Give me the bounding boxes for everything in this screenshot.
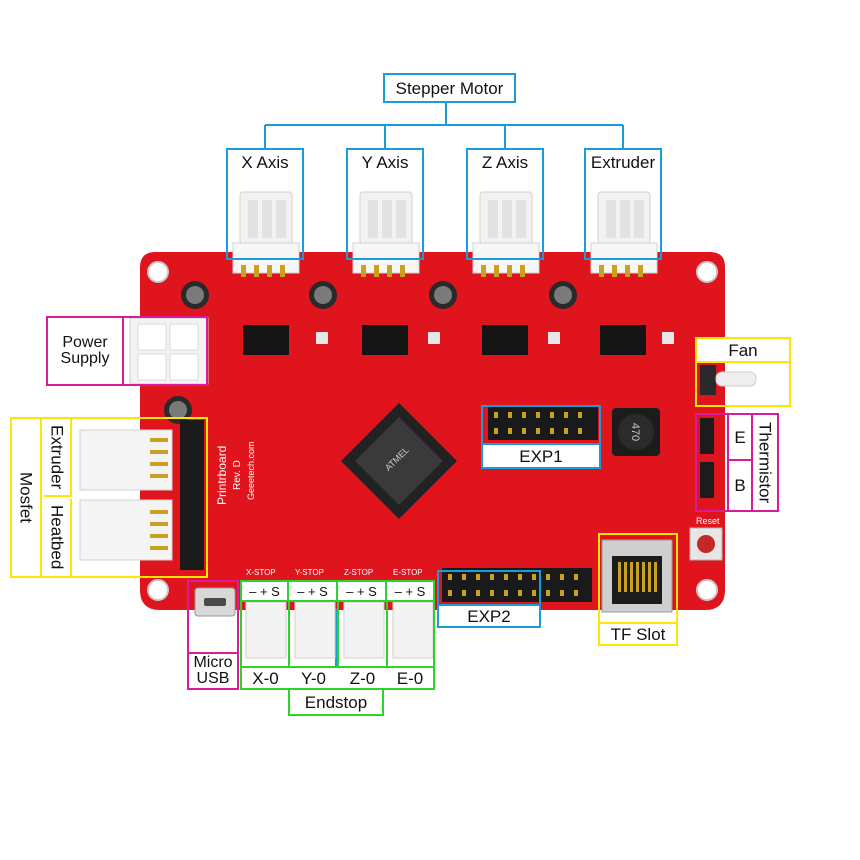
power-supply-label: Power Supply — [48, 318, 124, 384]
silk-brand: Printrboard — [215, 446, 229, 505]
therm-b-label: B — [727, 461, 751, 510]
electrolytic-capacitors — [164, 281, 577, 424]
z-axis-label: Z Axis — [468, 150, 542, 174]
exp2-box — [437, 570, 541, 628]
z-axis-box — [466, 148, 544, 260]
stepper-connectors — [232, 191, 658, 277]
y-endstop-pins: – + S — [289, 582, 338, 602]
therm-e-label: E — [727, 415, 751, 461]
micro-usb-port — [194, 587, 236, 617]
z-endstop-label: Z-0 — [338, 666, 387, 688]
svg-text:X-STOP: X-STOP — [246, 568, 276, 577]
extruder-motor-label: Extruder — [586, 150, 660, 174]
y-endstop-label: Y-0 — [289, 666, 338, 688]
fan-label: Fan — [697, 339, 789, 363]
stepper-motor-label: Stepper Motor — [383, 73, 516, 103]
mosfet-heatbed-cell: Heatbed — [44, 499, 72, 576]
y-axis-label: Y Axis — [348, 150, 422, 174]
mosfet-label-cell: Mosfet — [12, 419, 42, 576]
mosfet-label: Mosfet — [16, 471, 36, 524]
x-endstop-pins: – + S — [242, 582, 289, 602]
e-endstop-label: E-0 — [387, 666, 433, 688]
micro-usb-box — [187, 580, 239, 690]
svg-text:E-STOP: E-STOP — [393, 568, 423, 577]
trim-pots — [316, 332, 674, 344]
tf-slot-label: TF Slot — [600, 622, 676, 644]
extruder-motor-box — [584, 148, 662, 260]
svg-text:Z-STOP: Z-STOP — [344, 568, 373, 577]
svg-text:470: 470 — [629, 423, 641, 441]
exp1-box — [481, 405, 601, 469]
main-mcu: ATMEL — [341, 403, 457, 519]
mosfet-extruder-cell: Extruder — [44, 419, 72, 497]
micro-usb-label: Micro USB — [189, 652, 237, 688]
silk-rev: Rev. D — [232, 460, 243, 490]
z-endstop-pins: – + S — [338, 582, 387, 602]
thermistor-headers — [700, 418, 714, 498]
silk-site: Geeetech.com — [246, 441, 256, 500]
svg-text:Reset: Reset — [696, 516, 720, 526]
mosfet-connectors — [79, 420, 204, 570]
endstop-connectors — [245, 601, 434, 659]
exp1-label: EXP1 — [483, 443, 599, 467]
exp2-header — [442, 568, 592, 602]
endstop-divider-1 — [288, 602, 290, 668]
exp2-label: EXP2 — [439, 604, 539, 626]
thermistor-label: Thermistor — [755, 421, 775, 504]
mosfet-heatbed-label: Heatbed — [47, 505, 67, 570]
thermistor-cell: Thermistor — [751, 415, 777, 510]
power-connector — [129, 317, 209, 385]
endstop-silk: X-STOP Y-STOP Z-STOP E-STOP — [246, 568, 423, 577]
stepper-tree-lines — [264, 103, 624, 668]
x-endstop-label: X-0 — [242, 666, 289, 688]
stepper-driver-chips — [243, 325, 646, 355]
mosfet-box — [10, 417, 208, 578]
thermistor-box — [695, 413, 779, 512]
endstop-divider-2 — [337, 602, 339, 668]
endstop-divider-3 — [386, 602, 388, 668]
silkscreen: Printrboard Rev. D Geeetech.com — [215, 441, 256, 505]
power-supply-box — [46, 316, 208, 386]
exp1-header — [488, 406, 598, 440]
x-axis-label: X Axis — [228, 150, 302, 174]
fan-connector — [700, 365, 757, 395]
y-axis-box — [346, 148, 424, 260]
tf-slot-box — [598, 533, 678, 646]
endstop-label: Endstop — [288, 688, 384, 716]
reset-button-part: Reset — [689, 516, 723, 561]
inductor: 470 — [612, 408, 660, 456]
fan-box — [695, 337, 791, 407]
e-endstop-pins: – + S — [387, 582, 433, 602]
x-axis-box — [226, 148, 304, 260]
svg-text:Y-STOP: Y-STOP — [295, 568, 324, 577]
mosfet-extruder-label: Extruder — [47, 424, 67, 490]
tf-slot-socket — [601, 539, 673, 613]
